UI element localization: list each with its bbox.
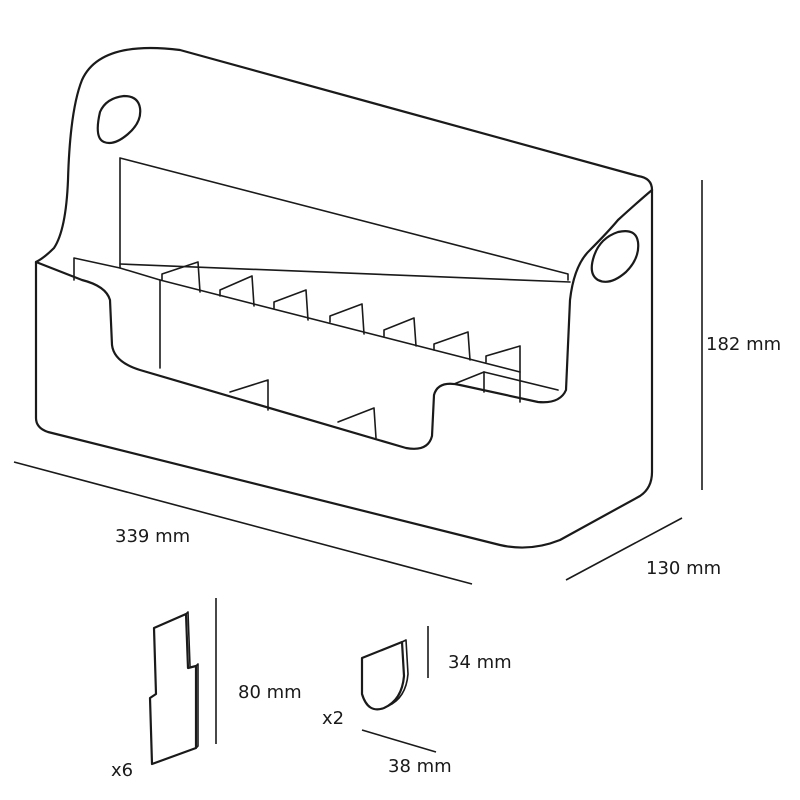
lengthwise-divider	[159, 279, 521, 403]
caddy-outline	[34, 46, 654, 549]
dimension-depth: 130 mm	[565, 517, 721, 581]
inner-back-panel-ledge	[119, 263, 571, 283]
handle-left-icon	[96, 94, 142, 145]
dimension-height: 182 mm	[701, 180, 781, 490]
small-divider-part: 34 mm 38 mm x2	[322, 626, 512, 777]
length-label: 339 mm	[115, 526, 190, 547]
small-divider-width-label: 38 mm	[388, 756, 452, 777]
small-divider-quantity-label: x2	[322, 708, 344, 729]
small-divider-height-label: 34 mm	[448, 652, 512, 673]
divider-slots-bottom	[229, 371, 559, 439]
handle-right-icon	[590, 230, 640, 283]
caddy-illustration	[34, 46, 654, 549]
divider-slots-top	[161, 261, 521, 373]
depth-label: 130 mm	[646, 558, 721, 579]
large-divider-quantity-label: x6	[111, 760, 133, 781]
left-compartment-wall	[73, 257, 161, 369]
dimension-length: 339 mm	[13, 461, 473, 585]
height-label: 182 mm	[706, 334, 781, 355]
large-divider-part: 80 mm x6	[111, 598, 302, 781]
front-wall-rim	[34, 188, 654, 450]
small-divider-icon	[360, 640, 406, 711]
inner-back-panel	[119, 157, 569, 281]
large-divider-height-label: 80 mm	[238, 682, 302, 703]
